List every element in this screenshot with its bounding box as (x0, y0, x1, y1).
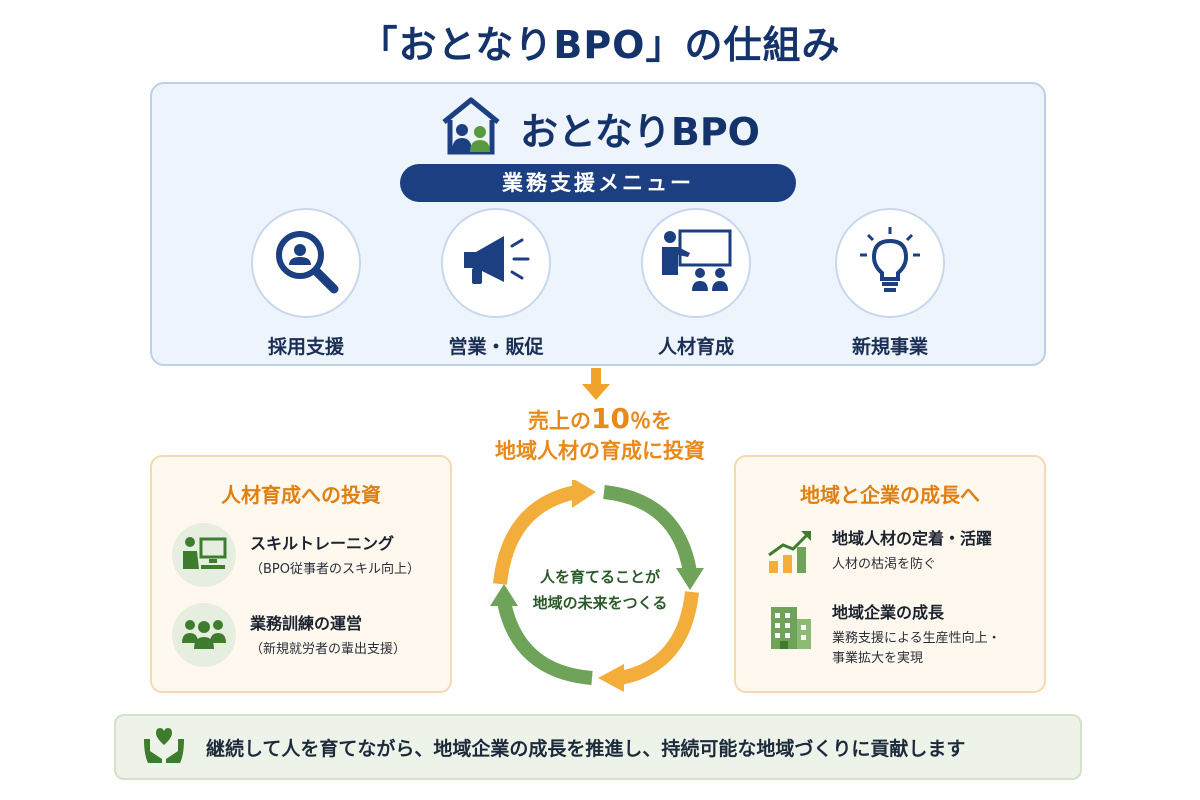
teacher-board-icon (656, 225, 736, 301)
cycle-label: 人を育てることが 地域の未来をつくる (490, 564, 710, 616)
lightbulb-icon (854, 225, 926, 301)
row-title: スキルトレーニング (250, 534, 395, 553)
list-item: スキルトレーニング （BPO従事者のスキル向上） (172, 523, 420, 587)
cycle-line2: 地域の未来をつくる (532, 594, 668, 612)
arrow-down-icon (580, 368, 612, 406)
investment-percent: 10 (591, 402, 630, 435)
house-people-icon (440, 96, 502, 160)
training-computer-icon (181, 533, 227, 577)
menu-label: 新規事業 (851, 336, 928, 358)
group-people-icon (180, 615, 228, 655)
menu-item-training: 人材育成 (636, 208, 756, 359)
megaphone-icon (458, 228, 534, 298)
cycle-arrowhead (598, 664, 624, 692)
growth-panel: 地域と企業の成長へ 地域人材の定着・活躍 人材の枯渇を防ぐ (734, 455, 1046, 693)
row-subtitle: （BPO従事者のスキル向上） (250, 562, 420, 577)
investment-unit: ％を (629, 409, 672, 433)
cycle-line1: 人を育てることが (539, 568, 660, 586)
cycle-arrowhead (490, 584, 518, 606)
panel-title: 人材育成への投資 (221, 483, 381, 507)
mission-banner: 継続して人を育てながら、地域企業の成長を推進し、持続可能な地域づくりに貢献します (114, 714, 1082, 780)
page-title: 「おとなりBPO」の仕組み (359, 23, 841, 67)
investment-panel: 人材育成への投資 スキルトレーニング （BPO従事者のスキル向上） (150, 455, 452, 693)
menu-heading: 業務支援メニュー (400, 164, 796, 202)
cycle-arrowhead (572, 480, 596, 508)
cycle-arrow-bottom-right (618, 591, 699, 685)
investment-line2: 地域人材の育成に投資 (495, 439, 705, 463)
brand-name: おとなりBPO (520, 109, 760, 154)
row-subtitle: 業務支援による生産性向上・ 事業拡大を実現 (832, 629, 1001, 669)
growth-chart-icon (765, 527, 815, 579)
panel-title: 地域と企業の成長へ (800, 483, 980, 507)
list-item: 地域人材の定着・活躍 人材の枯渇を防ぐ (762, 525, 992, 581)
cycle-arrowhead (676, 568, 704, 590)
row-subtitle-line2: 事業拡大を実現 (832, 651, 924, 666)
menu-label: 人材育成 (657, 336, 734, 358)
list-item: 業務訓練の運営 （新規就労者の輩出支援） (172, 603, 406, 667)
row-title: 業務訓練の運営 (250, 614, 363, 633)
row-subtitle: 人材の枯渇を防ぐ (832, 557, 937, 572)
menu-item-recruitment: 採用支援 (246, 208, 366, 359)
cycle-arrow-top-left (493, 485, 578, 585)
row-subtitle-line1: 業務支援による生産性向上・ (832, 631, 1001, 646)
cycle-arrow-top-right (603, 485, 697, 574)
investment-prefix: 売上の (528, 409, 592, 433)
menu-label: 採用支援 (267, 336, 344, 358)
cycle-diagram (490, 480, 704, 692)
brand: おとなりBPO (152, 96, 1048, 160)
row-title: 地域企業の成長 (832, 603, 945, 622)
list-item: 地域企業の成長 業務支援による生産性向上・ 事業拡大を実現 (762, 599, 1001, 669)
row-title: 地域人材の定着・活躍 (832, 529, 993, 548)
menu-item-sales: 営業・販促 (436, 208, 556, 359)
magnifier-person-icon (270, 225, 342, 301)
mission-text: 継続して人を育てながら、地域企業の成長を推進し、持続可能な地域づくりに貢献します (206, 737, 966, 760)
row-subtitle: （新規就労者の輩出支援） (250, 642, 407, 657)
heart-hands-icon (142, 725, 186, 769)
cycle-arrow-bottom-left (497, 600, 593, 685)
menu-label: 営業・販促 (448, 336, 544, 358)
investment-label: 売上の10％を 地域人材の育成に投資 (440, 404, 760, 466)
menu-item-new-business: 新規事業 (830, 208, 950, 359)
service-panel: おとなりBPO 業務支援メニュー 採用支援 (150, 82, 1046, 366)
building-icon (765, 599, 815, 655)
